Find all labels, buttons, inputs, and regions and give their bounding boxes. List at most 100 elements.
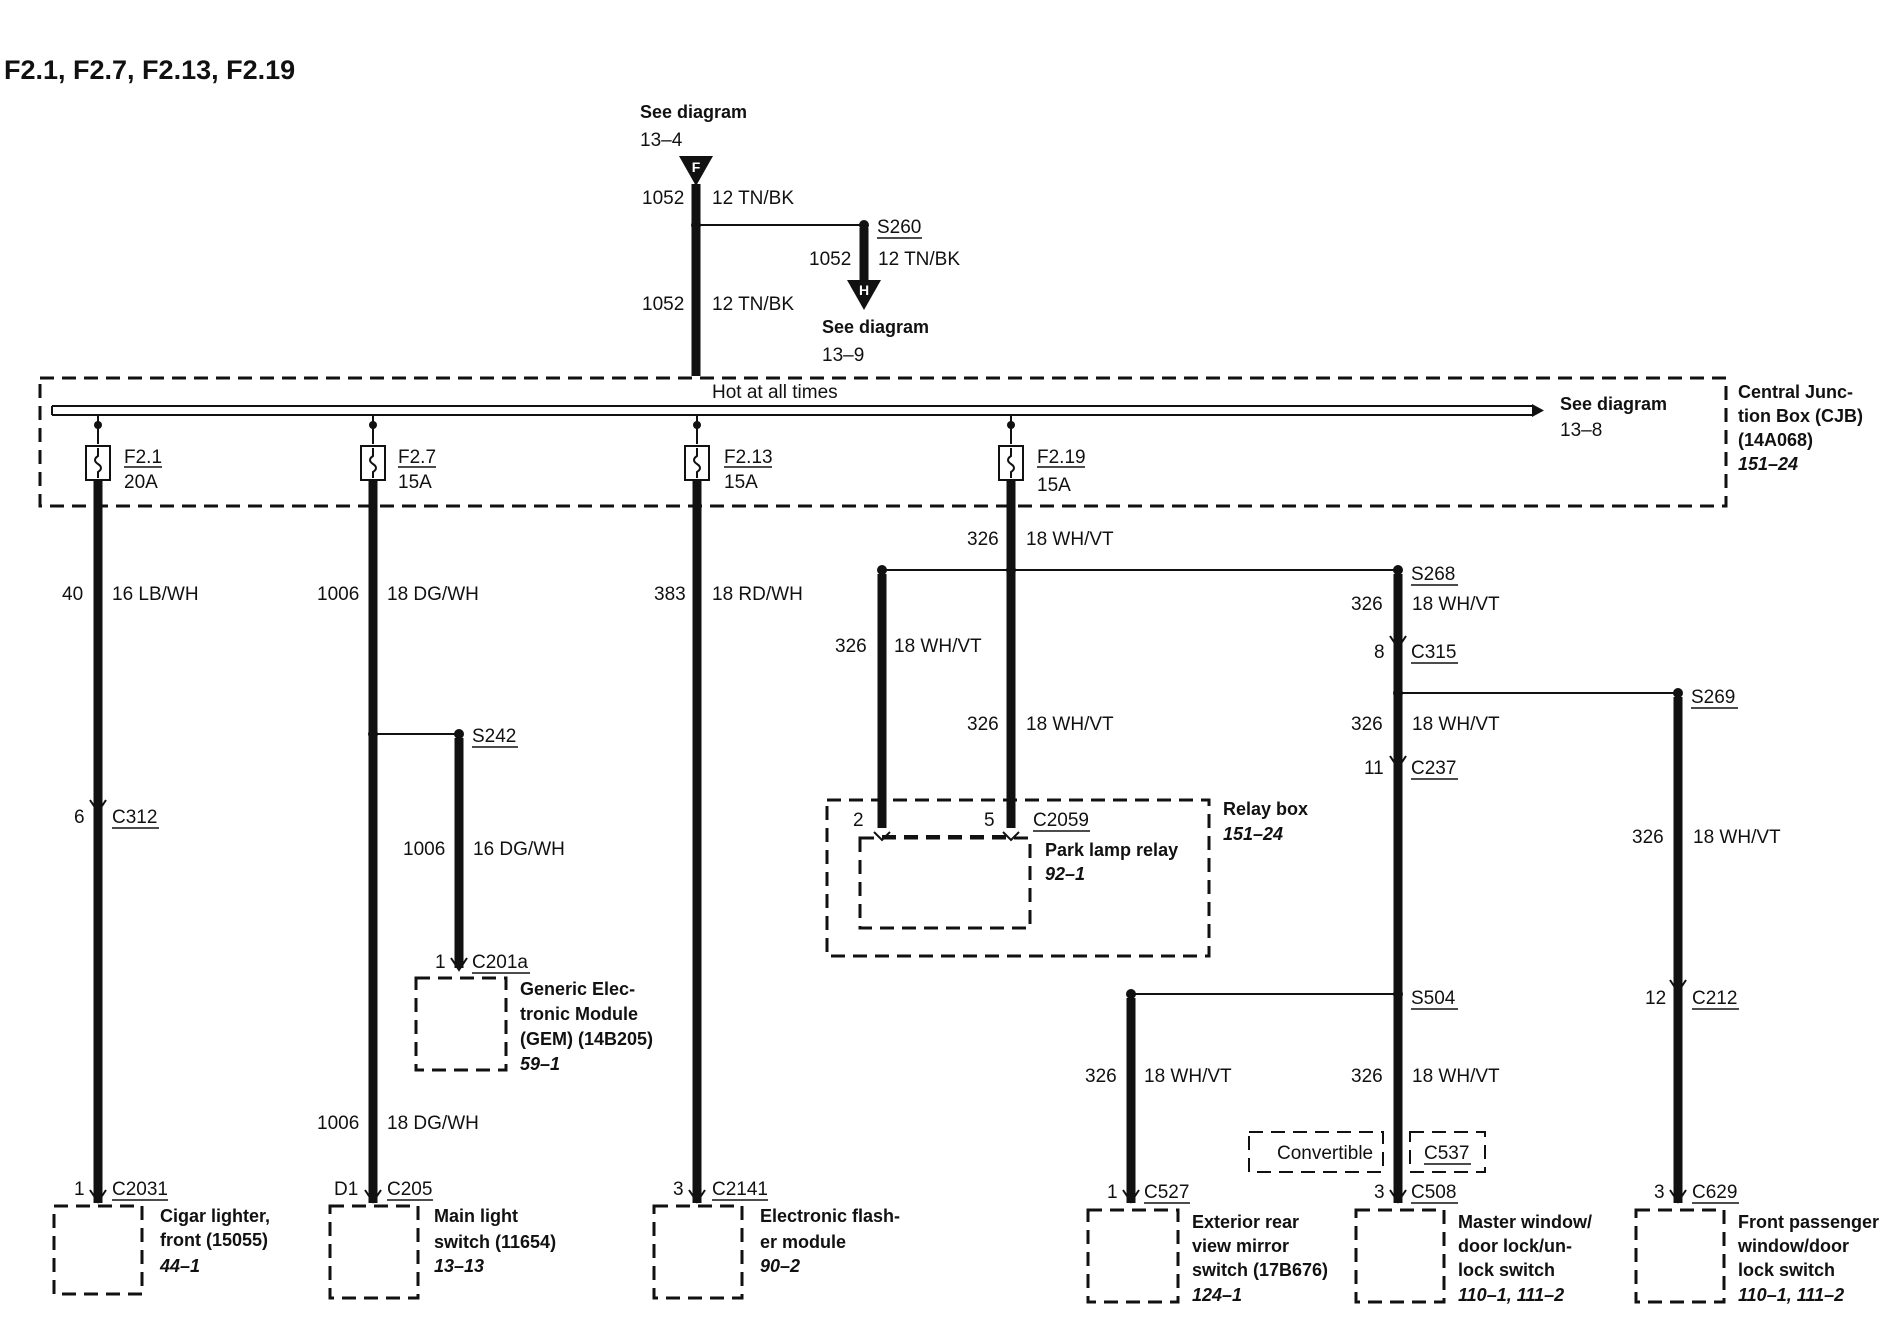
c629-pin: 3 [1654,1182,1665,1203]
s269-label: S269 [1691,687,1735,708]
c212-pin: 12 [1645,988,1666,1009]
f2-19-circuit: 326 [967,529,999,550]
c212-label: C212 [1692,988,1737,1009]
c201a-pin: 1 [435,952,446,973]
gem-device [414,976,508,1072]
passenger-switch-name-3: lock switch [1738,1260,1835,1280]
splice-dot-s260 [859,220,869,230]
main-light-switch-device [328,1204,420,1300]
trunk-circuit: 1052 [642,294,684,315]
fuse-f2-13: F2.13 15A [684,415,773,493]
fuse-f2-7-rating: 15A [398,472,432,493]
relay-pin-2: 2 [853,810,864,831]
mirror-wire-label: 18 WH/VT [1144,1066,1232,1087]
s242-dot [454,729,464,739]
fuse-f2-13-rating: 15A [724,472,758,493]
c508-pin: 3 [1374,1182,1385,1203]
source-wire: 12 TN/BK [712,188,794,209]
c527-label: C527 [1144,1182,1189,1203]
trunk-wire-label: 12 TN/BK [712,294,794,315]
master-switch-device [1354,1208,1446,1304]
c2059-label: C2059 [1033,810,1089,831]
relay-wire-a-circuit: 326 [835,636,867,657]
mirror-switch-name-3: switch (17B676) [1192,1260,1328,1280]
main-light-switch-page: 13–13 [434,1256,484,1276]
fuse-f2-7: F2.7 15A [360,415,436,493]
relay-box-name: Relay box [1223,799,1308,819]
s242-circuit: 1006 [403,839,445,860]
f2-7-circuit: 1006 [317,584,359,605]
convertible-box [1248,1131,1384,1173]
relay-wire-b-label: 18 WH/VT [1026,714,1114,735]
cjb-see-diagram: See diagram [1560,394,1667,414]
passenger-switch-device [1634,1208,1726,1304]
main-light-switch-name-2: switch (11654) [434,1232,556,1252]
cigar-lighter-name-1: Cigar lighter, [160,1206,270,1226]
gem-name-1: Generic Elec- [520,979,635,999]
passenger-switch-name-1: Front passenger [1738,1212,1879,1232]
flasher-device [652,1204,744,1300]
master-switch-name-3: lock switch [1458,1260,1555,1280]
f2-13-wire-label: 18 RD/WH [712,584,803,605]
f2-19-wire-label: 18 WH/VT [1026,529,1114,550]
bus-label: Hot at all times [712,382,838,403]
fuse-f2-19-name: F2.19 [1037,447,1086,468]
source-ref: 13–4 [640,130,683,151]
relay-wire-b-circuit: 326 [967,714,999,735]
master-circuit: 326 [1351,1066,1383,1087]
s504-label: S504 [1411,988,1456,1009]
c312-label: C312 [112,807,157,828]
c2141-pin: 3 [673,1179,684,1200]
connector-f-label: F [692,159,701,175]
bus-arrow [1532,404,1544,417]
fuse-f2-13-name: F2.13 [724,447,773,468]
fuse-f2-7-name: F2.7 [398,447,436,468]
c201a-label: C201a [472,952,528,973]
s260-label: S260 [877,217,921,238]
cigar-lighter-device [52,1204,144,1296]
cjb-name-1: Central Junc- [1738,382,1853,402]
c527-pin: 1 [1107,1182,1118,1203]
f2-1-wire-label: 16 LB/WH [112,584,199,605]
master-wire-label: 18 WH/VT [1412,1066,1500,1087]
mirror-switch-name-1: Exterior rear [1192,1212,1299,1232]
s269-dot [1673,688,1683,698]
f2-7-lower-circuit: 1006 [317,1113,359,1134]
fuse-f2-19: F2.19 15A [998,415,1086,496]
f2-7-lower-wire: 18 DG/WH [387,1113,479,1134]
passenger-switch-name-2: window/door [1737,1236,1849,1256]
c315-label: C315 [1411,642,1456,663]
convertible-label: Convertible [1277,1143,1373,1164]
c237-pin: 11 [1364,758,1384,779]
main-light-switch-name-1: Main light [434,1206,518,1226]
connector-h-arrow [847,280,881,310]
park-lamp-relay-name: Park lamp relay [1045,840,1178,860]
connector-h-label: H [859,282,869,298]
s260-see-diagram: See diagram [822,317,929,337]
cigar-lighter-page: 44–1 [159,1256,200,1276]
s268-label: S268 [1411,564,1455,585]
fuse-f2-1-rating: 20A [124,472,158,493]
park-lamp-relay [858,836,1032,930]
f2-1-circuit: 40 [62,584,83,605]
c312-pin: 6 [74,807,85,828]
gem-name-2: tronic Module [520,1004,638,1024]
cjb-name-3: (14A068) [1738,430,1813,450]
source-see-diagram: See diagram [640,102,747,122]
connector-f-arrow [679,156,713,186]
c537-label: C537 [1424,1143,1469,1164]
master-switch-name-2: door lock/un- [1458,1236,1572,1256]
s260-wire-label: 12 TN/BK [878,249,960,270]
c237-label: C237 [1411,758,1456,779]
c312-connector-mark [89,799,107,814]
f2-7-wire-label: 18 DG/WH [387,584,479,605]
passenger-switch-page: 110–1, 111–2 [1738,1285,1844,1305]
fuse-f2-19-rating: 15A [1037,475,1071,496]
s268-circuit: 326 [1351,594,1383,615]
mid-circuit: 326 [1351,714,1383,735]
mirror-switch-page: 124–1 [1192,1285,1242,1305]
cigar-lighter-name-2: front (15055) [160,1230,268,1250]
s269-wire-label: 18 WH/VT [1693,827,1781,848]
fuse-f2-1-name: F2.1 [124,447,162,468]
